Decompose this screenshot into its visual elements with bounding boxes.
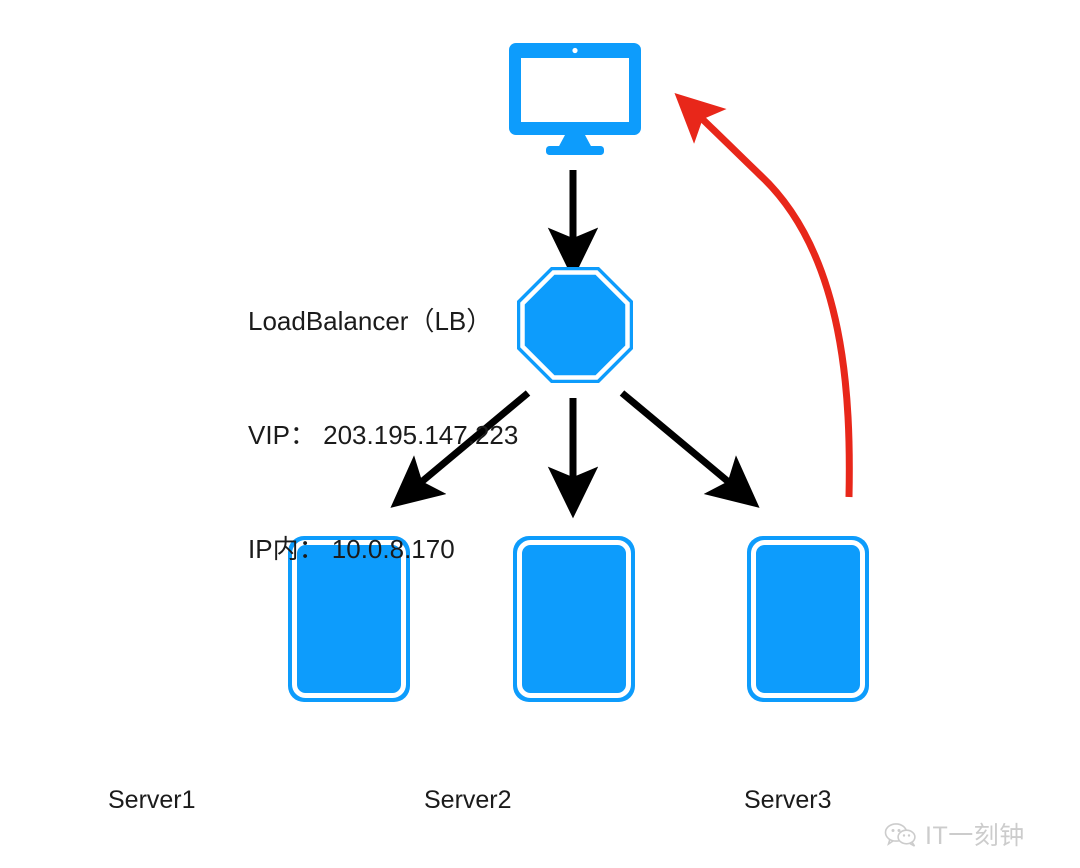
server2-name: Server2 [424, 786, 512, 814]
server-icon-2 [513, 536, 635, 702]
server-icon-3 [747, 536, 869, 702]
monitor-icon [509, 43, 641, 155]
octagon-icon [517, 267, 633, 383]
lb-to-server1-arrow [390, 390, 531, 508]
watermark-text: IT一刻钟 [925, 822, 1025, 850]
lb-internal-ip: IP内： 10.0.8.170 [248, 534, 455, 564]
wechat-bubbles-icon [884, 823, 916, 847]
load-balancer-label: LoadBalancer（LB） VIP： 203.195.147.223 IP… [248, 226, 518, 644]
lb-vip: VIP： 203.195.147.223 [248, 420, 519, 450]
server3-label: Server3 IP： 10.0.8.173 VIP： 203.195.147.… [744, 708, 1004, 868]
server-icon-1 [288, 536, 410, 702]
watermark: IT一刻钟 [884, 812, 1070, 856]
server1-name: Server1 [108, 786, 196, 814]
server2-label: Server2 IP： 10.0.8.172 VIP： 203.195.147.… [424, 708, 684, 868]
lb-to-server3-arrow [619, 390, 760, 508]
server3-to-client-return-arrow [674, 92, 853, 498]
server3-name: Server3 [744, 786, 832, 814]
server1-label: Server1 IP： 10.0.8.171 VIP： 203.195.147.… [108, 708, 368, 868]
lb-name: LoadBalancer（LB） [248, 306, 493, 336]
